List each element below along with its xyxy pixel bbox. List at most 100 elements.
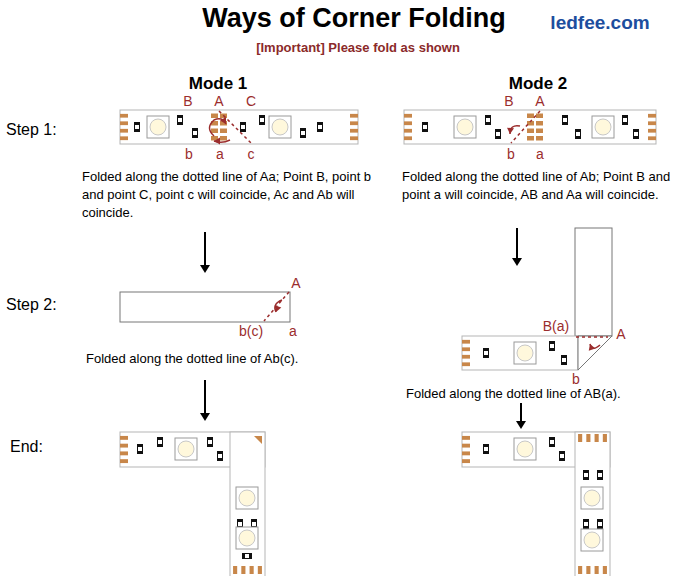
led-lens xyxy=(517,345,533,361)
resistor-mark xyxy=(598,522,602,526)
fold-line xyxy=(576,336,608,338)
led-chip xyxy=(236,487,258,509)
solder-pad xyxy=(250,566,254,574)
step-label: Step 2: xyxy=(6,295,57,315)
instruction: Folded along the dotted line of Aa; Poin… xyxy=(82,168,372,223)
solder-pad xyxy=(404,121,412,125)
resistor xyxy=(583,519,589,529)
resistor xyxy=(622,115,628,125)
solder-pad xyxy=(120,129,128,133)
fold-line xyxy=(264,292,289,321)
led-lens xyxy=(239,490,255,506)
fold-line xyxy=(511,111,540,143)
resistor-mark xyxy=(138,447,142,451)
solder-pad xyxy=(350,121,358,125)
resistor xyxy=(549,437,555,447)
led-strip xyxy=(575,432,610,576)
resistor xyxy=(259,115,265,125)
resistor-mark xyxy=(584,522,588,526)
led-chip xyxy=(581,529,603,551)
solder-pad xyxy=(648,121,656,125)
step-label: End: xyxy=(10,437,43,457)
resistor xyxy=(549,341,555,351)
led-strip xyxy=(404,110,656,144)
fold-arrowhead xyxy=(214,138,220,145)
resistor-mark xyxy=(496,132,500,136)
solder-pad xyxy=(462,362,470,366)
cut-pad xyxy=(536,136,543,141)
point-label: B(a) xyxy=(543,318,569,336)
instruction: Folded along the dotted line of AB(a). xyxy=(406,385,676,403)
point-label: A xyxy=(214,93,223,111)
resistor xyxy=(177,115,183,125)
resistor xyxy=(242,553,252,559)
solder-pad xyxy=(120,136,128,140)
point-label: A xyxy=(535,93,544,111)
led-chip xyxy=(514,342,536,364)
resistor xyxy=(422,122,428,132)
resistor-mark xyxy=(318,125,322,129)
resistor xyxy=(583,470,589,480)
resistor xyxy=(562,115,568,125)
mode-heading: Mode 2 xyxy=(509,73,568,94)
resistor-mark xyxy=(634,132,638,136)
solder-pad xyxy=(404,129,412,133)
point-label: b(c) xyxy=(239,323,263,341)
solder-pad xyxy=(258,566,262,574)
resistor-mark xyxy=(484,447,488,451)
led-lens xyxy=(150,119,166,135)
led-chip xyxy=(175,438,197,460)
cut-pad xyxy=(211,114,218,119)
led-lens xyxy=(239,530,255,546)
resistor-mark xyxy=(178,118,182,122)
led-chip xyxy=(514,438,536,460)
led-lens xyxy=(584,490,600,506)
led-lens xyxy=(595,119,611,135)
led-chip xyxy=(236,527,258,549)
resistor-mark xyxy=(260,118,264,122)
led-lens xyxy=(584,532,600,548)
resistor-mark xyxy=(562,358,566,362)
led-strip xyxy=(230,432,265,576)
solder-pad xyxy=(603,434,607,442)
solder-pad xyxy=(120,451,128,455)
solder-pad xyxy=(462,444,470,448)
resistor-mark xyxy=(218,454,222,458)
resistor-mark xyxy=(301,131,305,135)
solder-pad xyxy=(350,114,358,118)
resistor xyxy=(317,122,323,132)
point-label: a xyxy=(289,323,297,341)
point-label: B xyxy=(183,93,192,111)
resistor-mark xyxy=(241,125,245,129)
step-arrow xyxy=(204,232,206,267)
resistor xyxy=(240,122,246,132)
led-lens xyxy=(272,119,288,135)
step-arrow xyxy=(516,228,518,260)
resistor xyxy=(633,129,639,139)
resistor-mark xyxy=(252,522,256,526)
solder-pad xyxy=(648,129,656,133)
resistor xyxy=(597,470,603,480)
solder-pad xyxy=(595,434,599,442)
resistor-mark xyxy=(208,440,212,444)
solder-pad xyxy=(350,136,358,140)
resistor-mark xyxy=(623,118,627,122)
resistor-mark xyxy=(576,132,580,136)
resistor xyxy=(217,451,223,461)
resistor xyxy=(134,122,140,132)
step-arrowhead xyxy=(200,265,210,273)
resistor-mark xyxy=(238,522,242,526)
solder-pad xyxy=(648,136,656,140)
instruction: Folded along the dotted line of Ab(c). xyxy=(86,350,386,368)
step-arrowhead xyxy=(200,413,210,421)
corner-pad xyxy=(254,436,262,444)
step-arrowhead xyxy=(512,258,522,266)
cut-pad xyxy=(536,121,543,126)
point-label: b xyxy=(507,146,515,164)
led-strip xyxy=(462,336,578,370)
solder-pad xyxy=(462,436,470,440)
solder-pad xyxy=(462,459,470,463)
cut-pad xyxy=(527,129,534,134)
fold-arrowhead xyxy=(507,128,514,135)
